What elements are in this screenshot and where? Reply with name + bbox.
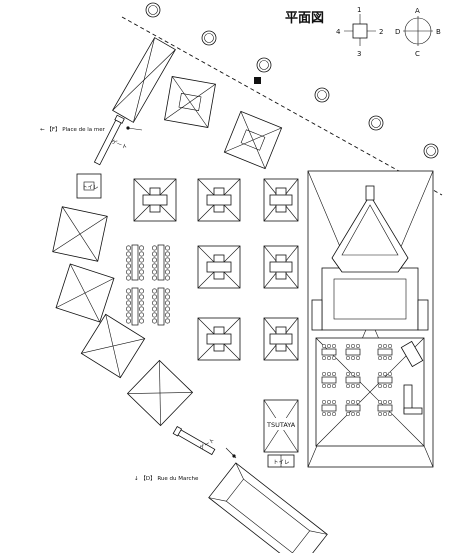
tsutaya-booth	[263, 399, 299, 453]
tent-grid-item	[197, 245, 241, 289]
stage-table	[321, 343, 337, 361]
stage-table	[345, 371, 361, 389]
small-post	[254, 77, 261, 84]
table-row	[152, 287, 171, 326]
toilet-small-label: トイレ	[82, 185, 99, 191]
tent-grid-item	[263, 317, 299, 361]
tent-grid-item	[263, 178, 299, 222]
stage-table	[321, 371, 337, 389]
tent-left-1	[52, 206, 108, 262]
legend-number-4: 4	[336, 28, 341, 36]
legend-number-1: 1	[357, 6, 361, 14]
tent-grid	[133, 178, 299, 361]
tree-icon	[145, 2, 161, 18]
entrance-f-label: ← 【F】 Place de la mer	[40, 126, 106, 133]
legend-letter-b: B	[436, 28, 441, 36]
tent-left-4	[126, 359, 194, 427]
tent-left-3	[80, 313, 146, 379]
stage-table	[377, 343, 393, 361]
stage-bottom	[208, 462, 328, 553]
stage-table	[321, 399, 337, 417]
toilet-label: トイレ	[273, 460, 290, 466]
legend-letter-d: D	[395, 28, 400, 36]
stage-seating	[321, 343, 393, 417]
gate-f	[93, 114, 125, 166]
tent-top-1	[164, 76, 216, 128]
gate-d	[172, 425, 216, 456]
main-stage	[307, 170, 434, 468]
gate-d-bar	[225, 447, 237, 459]
tent-long-top-left	[112, 37, 176, 123]
legend-number-2: 2	[379, 28, 383, 36]
gate-f-bar	[126, 126, 143, 131]
site-boundary-line	[121, 16, 443, 196]
toilet-block	[267, 454, 295, 468]
stage-table	[377, 399, 393, 417]
tent-grid-item	[197, 178, 241, 222]
direction-legend-numbered: 1 2 3 4	[336, 6, 383, 58]
stage-table	[377, 371, 393, 389]
stage-table	[345, 343, 361, 361]
gate-label-top: ゲート	[110, 137, 128, 151]
tree-icon	[314, 87, 330, 103]
tree-icon	[368, 115, 384, 131]
tree-icon	[423, 143, 439, 159]
tree-icon	[201, 30, 217, 46]
tent-grid-item	[133, 178, 177, 222]
legend-number-3: 3	[357, 50, 361, 58]
tree-icon	[256, 57, 272, 73]
tent-grid-item	[197, 317, 241, 361]
entrance-d-label: ↓ 【D】 Rue du Marche	[134, 475, 199, 482]
table-row	[126, 244, 145, 281]
plan-title: 平面図	[285, 11, 324, 26]
table-row	[152, 244, 171, 281]
legend-letter-a: A	[415, 7, 420, 15]
legend-letter-c: C	[415, 50, 420, 58]
trees	[145, 2, 439, 159]
stage-table	[345, 399, 361, 417]
tent-top-2	[223, 110, 283, 170]
table-row	[126, 287, 145, 326]
tsutaya-label: TSUTAYA	[266, 421, 296, 429]
tent-grid-item	[263, 245, 299, 289]
toilet-booth	[76, 173, 102, 199]
direction-legend-lettered: A B C D	[395, 7, 441, 58]
tent-left-2	[55, 263, 115, 323]
seating-area	[126, 244, 171, 326]
